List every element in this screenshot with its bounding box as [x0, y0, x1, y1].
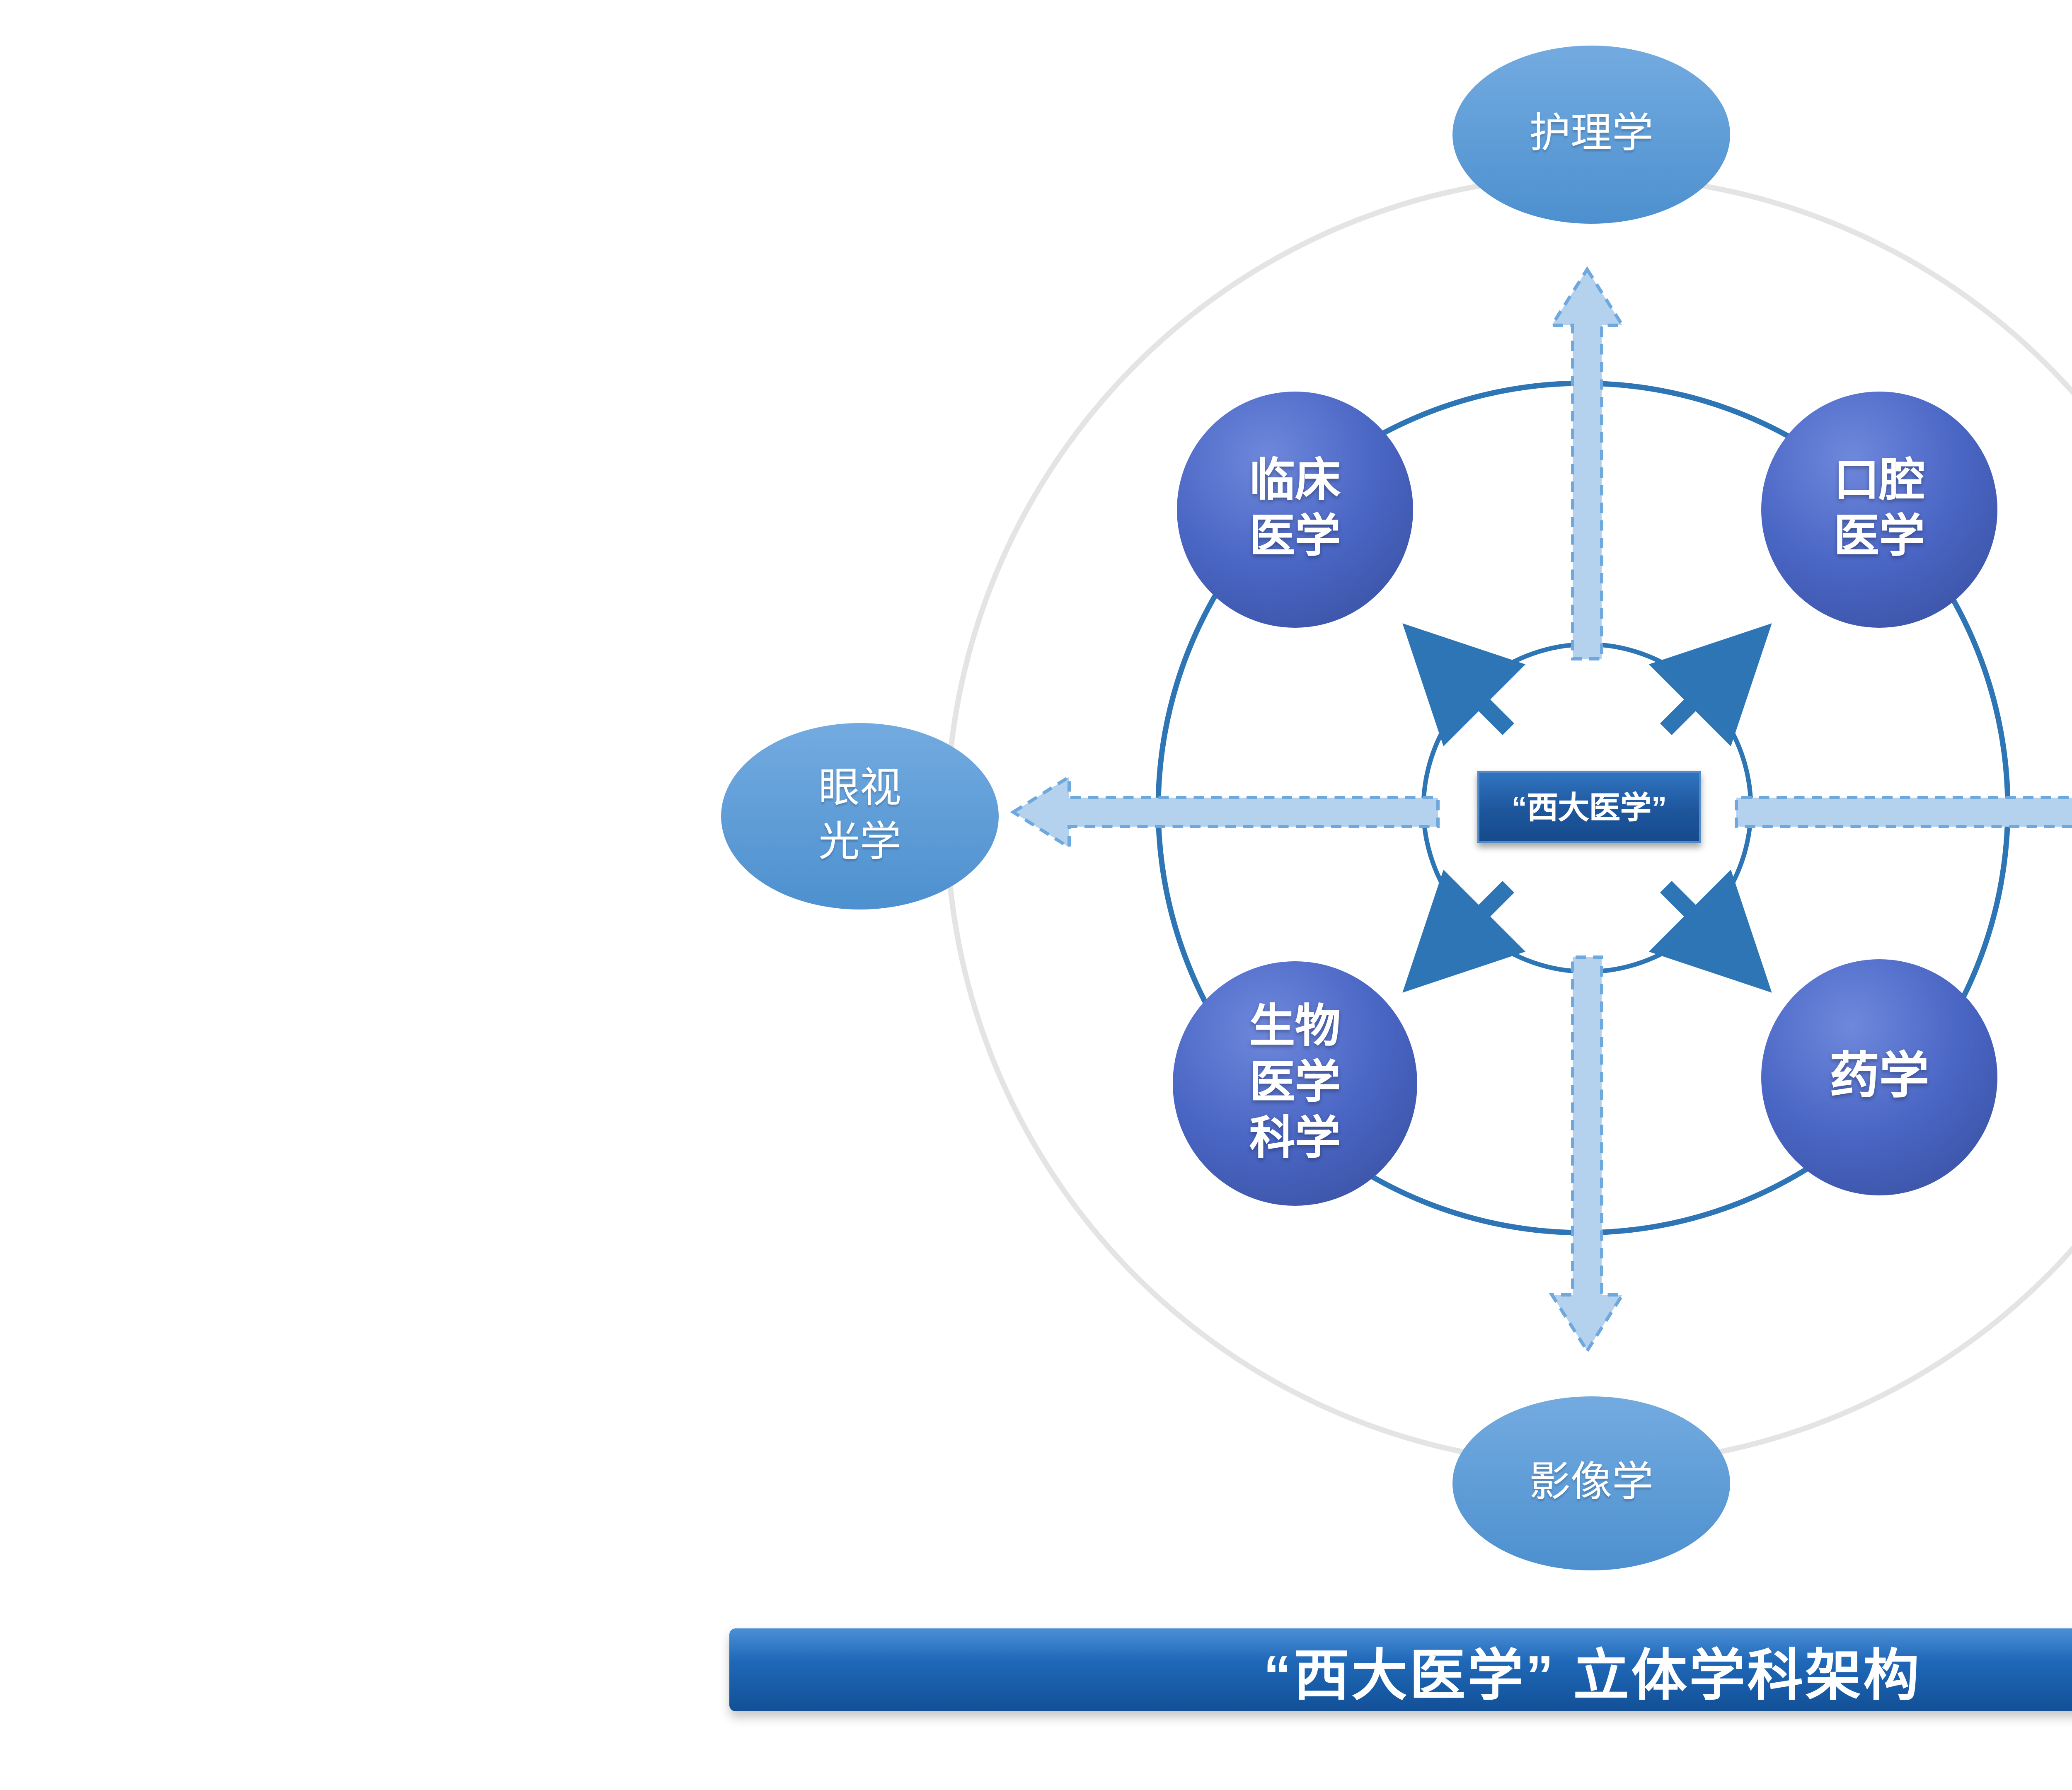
center-node: “西大医学” [1477, 771, 1701, 843]
dashed-arrows-group [1010, 266, 2072, 1354]
clinical-medicine-circle [1177, 392, 1413, 628]
stomatology-circle [1761, 392, 1997, 628]
title-banner-text: “西大医学” 立体学科架构 [1263, 1644, 1922, 1706]
nursing-ellipse [1452, 46, 1730, 224]
arrow-to-biomedical [1402, 869, 1526, 993]
arrow-to-pharmacy [1648, 869, 1772, 993]
optometry-ellipse [721, 723, 999, 910]
center-node-label: “西大医学” [1511, 791, 1667, 827]
imaging-ellipse [1452, 1396, 1730, 1570]
biomedical-science-circle [1173, 961, 1417, 1206]
pharmacy-circle [1761, 959, 1997, 1195]
arrow-to-clinical [1402, 623, 1526, 747]
title-banner: “西大医学” 立体学科架构 [729, 1628, 2072, 1711]
arrow-right-to-preventive [1735, 796, 2072, 828]
arrow-left-to-optometry [1010, 774, 1440, 851]
solid-arrows-group [1402, 623, 1772, 993]
arrow-to-stomatology [1648, 623, 1772, 747]
inner-node-shapes [1173, 392, 1997, 1206]
outer-node-shapes [721, 46, 1730, 1570]
arrow-down-to-imaging [1549, 955, 1626, 1354]
arrow-up-to-nursing [1549, 266, 1626, 660]
